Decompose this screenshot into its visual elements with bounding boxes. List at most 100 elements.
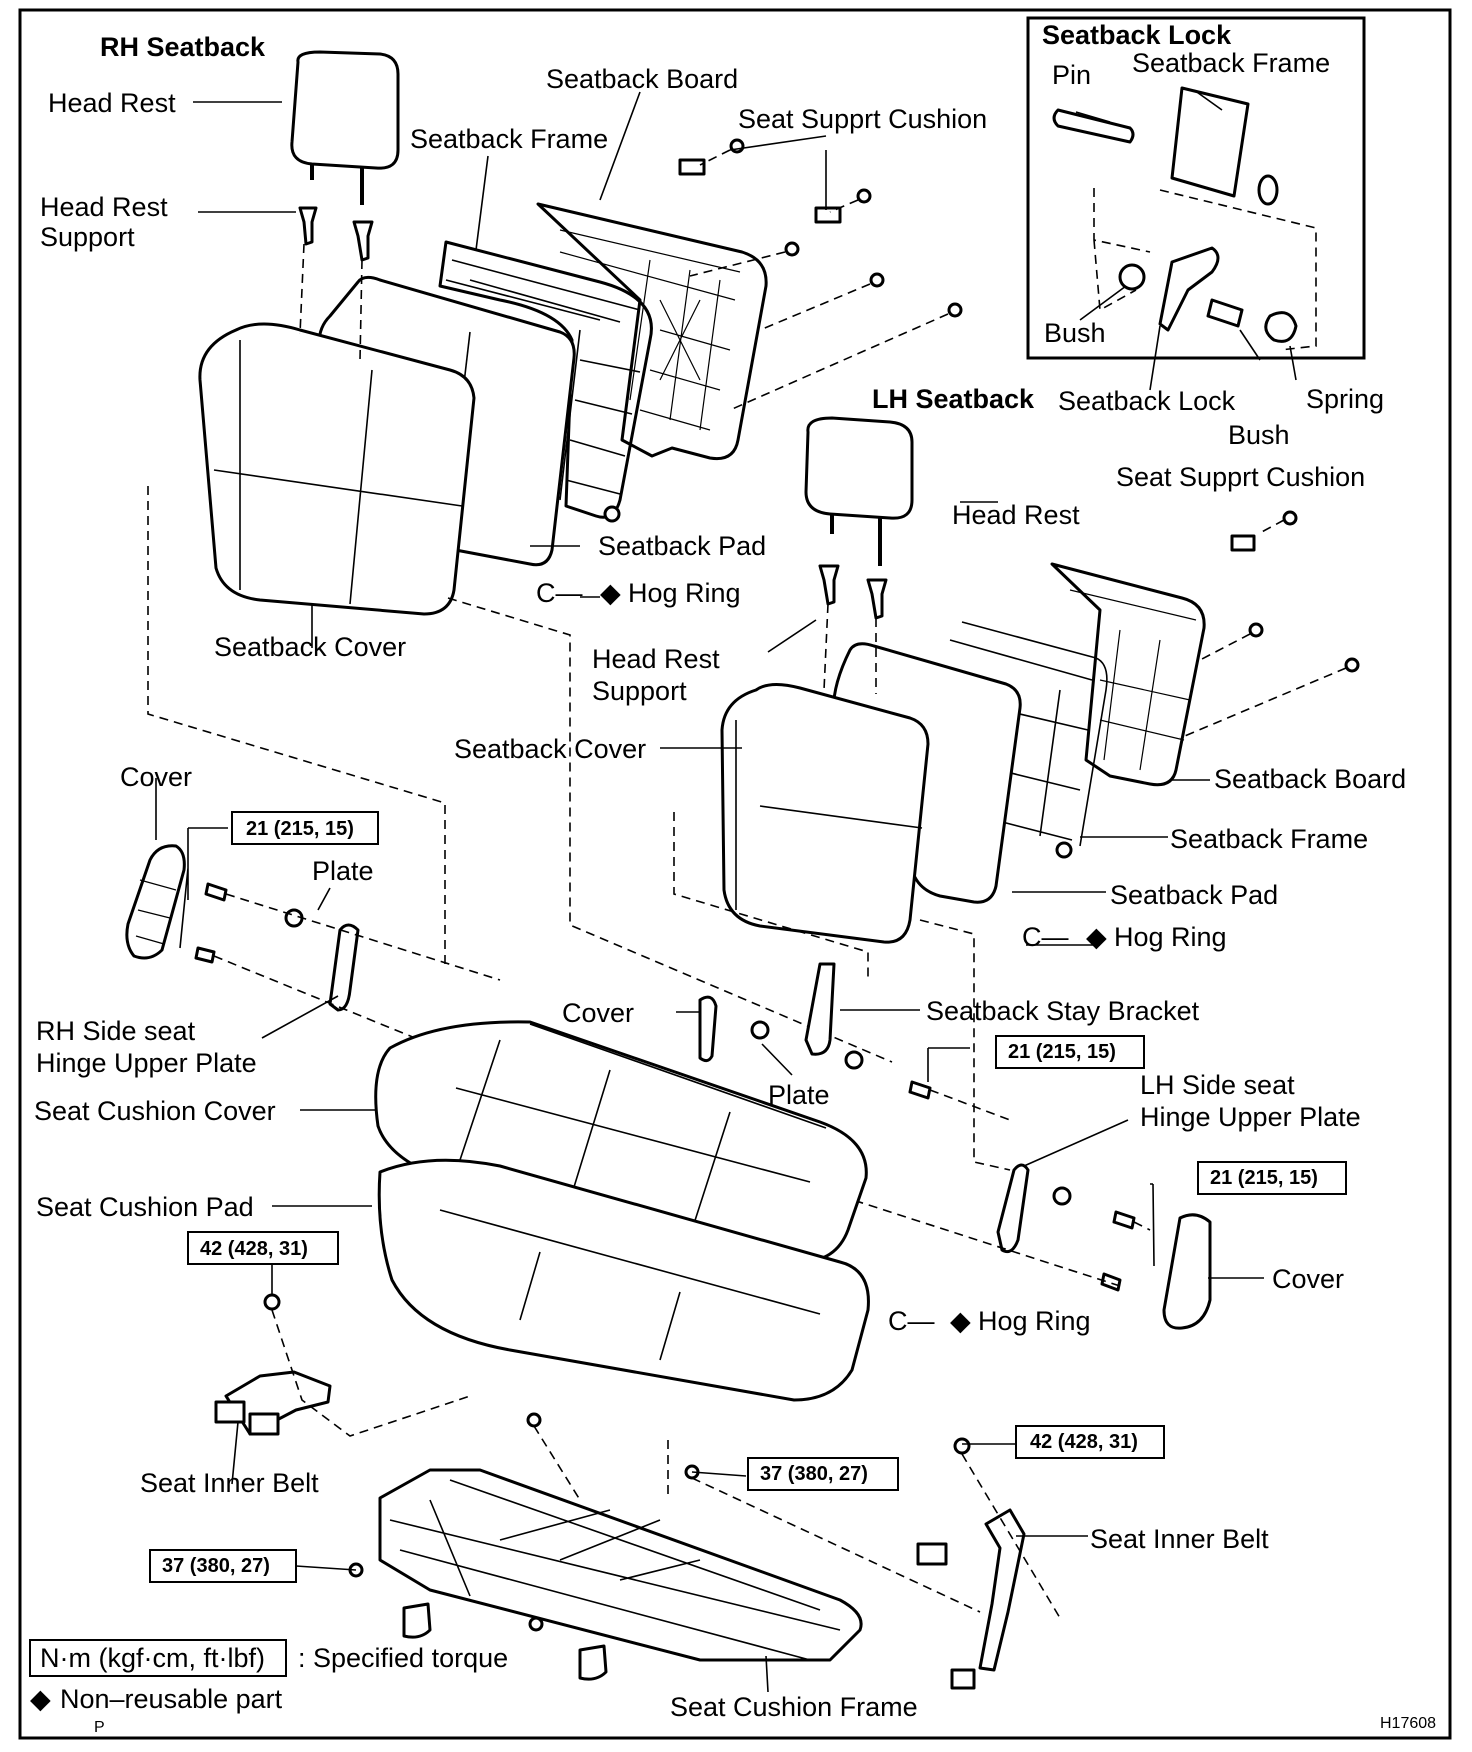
legend: N·m (kgf·cm, ft·lbf) : Specified torque … — [29, 1639, 508, 1736]
rh-seatback-frame-label: Seatback Frame — [410, 124, 608, 154]
diamond-icon: ◆ — [1086, 922, 1107, 952]
seatback-lock-part — [1158, 246, 1220, 332]
bolt-icon — [1344, 657, 1360, 673]
center-cover-label: Cover — [562, 998, 634, 1028]
bolt-icon — [1248, 622, 1264, 638]
lh-seatback-frame-part — [949, 621, 1108, 859]
lh-head-rest-part — [804, 416, 914, 520]
torque-box — [995, 1035, 1145, 1069]
washer-icon — [1257, 174, 1279, 206]
lh-head-rest-support-label-2: Support — [592, 676, 687, 706]
buckle-icon — [916, 1542, 948, 1566]
legend-torque-desc: : Specified torque — [298, 1643, 508, 1673]
lock-pin-part — [1052, 108, 1135, 144]
nut-icon — [953, 1437, 971, 1455]
bolt-icon — [528, 1616, 544, 1632]
seatback-lock-label: Seatback Lock — [1058, 386, 1236, 416]
lh-seat-inner-belt-label: Seat Inner Belt — [140, 1468, 319, 1498]
hog-ring-symbol: C— — [888, 1306, 935, 1336]
figure-id: H17608 — [1380, 1715, 1436, 1732]
right-cover-label: Cover — [1272, 1264, 1344, 1294]
rh-seatback-board-label: Seatback Board — [546, 64, 738, 94]
rh-seatback-pad-label: Seatback Pad — [598, 531, 766, 561]
lh-seat-support-cushion-label: Seat Supprt Cushion — [1116, 462, 1365, 492]
lh-hog-ring-label: C— ◆ Hog Ring — [1022, 922, 1227, 952]
buckle-icon — [214, 1400, 246, 1424]
rh-hinge-label-2: Hinge Upper Plate — [36, 1048, 257, 1078]
bolt-icon — [908, 1080, 932, 1100]
nut-icon — [263, 1293, 281, 1311]
bolt-icon — [526, 1412, 542, 1428]
rh-seat-support-cushion-label: Seat Supprt Cushion — [738, 104, 987, 134]
legend-torque-box — [29, 1639, 287, 1677]
lh-head-rest-support-part-2 — [866, 578, 888, 620]
diamond-icon: ◆ — [30, 1684, 51, 1714]
diagram-frame — [18, 8, 1452, 1740]
lh-seatback-title: LH Seatback — [872, 384, 1035, 414]
lock-seatback-frame-label: Seatback Frame — [1132, 48, 1330, 78]
seat-cushion-pad-label: Seat Cushion Pad — [36, 1192, 254, 1222]
rh-seatback-group — [147, 50, 963, 1063]
seatback-lock-inset — [1026, 16, 1366, 360]
lh-head-rest-label: Head Rest — [952, 500, 1080, 530]
torque-hinge-left: 21 (215, 15) — [246, 818, 354, 840]
seat-cushion-frame-label: Seat Cushion Frame — [670, 1692, 918, 1722]
frame-foot-part — [402, 1602, 432, 1639]
rh-hog-ring-text: Hog Ring — [628, 578, 741, 608]
center-plate-label: Plate — [768, 1080, 830, 1110]
rh-head-rest-support-part — [298, 206, 318, 246]
spring-icon — [1264, 311, 1298, 343]
nut-icon — [750, 1020, 770, 1040]
rh-head-rest-support-label-1: Head Rest — [40, 192, 168, 222]
lh-seatback-cover-part — [720, 683, 930, 944]
rh-head-rest-label: Head Rest — [48, 88, 176, 118]
lh-seatback-board-label: Seatback Board — [1214, 764, 1406, 794]
lh-seatback-board-part — [1050, 562, 1206, 787]
lh-seat-inner-belt-part — [916, 1437, 1061, 1690]
seat-cushion-cover-part — [374, 1020, 868, 1264]
legend-nonreusable: Non–reusable part — [60, 1684, 283, 1714]
rh-seatback-cover-label: Seatback Cover — [214, 632, 406, 662]
rh-seatback-cover-part — [198, 322, 476, 616]
nut-icon — [1052, 1186, 1072, 1206]
lh-hinge-upper-plate-part — [996, 1163, 1030, 1254]
seatback-lock-title: Seatback Lock — [1042, 20, 1232, 50]
diamond-icon: ◆ — [950, 1306, 971, 1336]
rh-hinge-label-1: RH Side seat — [36, 1016, 196, 1046]
torque-frame-left: 37 (380, 27) — [162, 1555, 270, 1577]
left-cover-label: Cover — [120, 762, 192, 792]
lh-hinge-label-1: LH Side seat — [1140, 1070, 1295, 1100]
torque-hinge-right: 21 (215, 15) — [1210, 1167, 1318, 1189]
seatback-stay-bracket-label: Seatback Stay Bracket — [926, 996, 1200, 1026]
center-cover-part — [698, 995, 718, 1063]
hog-ring-symbol: C— — [536, 578, 583, 608]
bolt-icon — [1100, 1272, 1122, 1292]
torque-frame-right: 37 (380, 27) — [760, 1463, 868, 1485]
lh-seatback-cover-label: Seatback Cover — [454, 734, 646, 764]
lock-frame-part — [1170, 86, 1250, 198]
frame-foot-part-2 — [578, 1644, 608, 1681]
torque-box — [1197, 1161, 1347, 1195]
lower-hog-ring-text: Hog Ring — [978, 1306, 1091, 1336]
bolt-icon — [1112, 1210, 1136, 1230]
lh-head-rest-support-label-1: Head Rest — [592, 644, 720, 674]
bolt-icon — [869, 272, 885, 288]
right-hinge-cover-part — [1162, 1213, 1212, 1330]
rh-seatback-title: RH Seatback — [100, 32, 266, 62]
torque-belt-left: 42 (428, 31) — [200, 1238, 308, 1260]
lh-hog-ring-text: Hog Ring — [1114, 922, 1227, 952]
lh-hinge-label-2: Hinge Upper Plate — [1140, 1102, 1361, 1132]
lock-pin-label: Pin — [1052, 60, 1091, 90]
nut-icon — [844, 1050, 864, 1070]
torque-box — [1015, 1425, 1165, 1459]
legend-torque-unit: N·m (kgf·cm, ft·lbf) — [40, 1643, 265, 1673]
buckle-icon — [248, 1412, 280, 1436]
bolt-icon — [784, 241, 800, 257]
rh-seat-support-cushion-part-2 — [814, 206, 842, 224]
torque-box — [747, 1457, 899, 1491]
lock-bush-label-2: Bush — [1228, 420, 1290, 450]
diamond-icon: ◆ — [600, 578, 621, 608]
rh-seat-inner-belt-label: Seat Inner Belt — [1090, 1524, 1269, 1554]
torque-hinge-center: 21 (215, 15) — [1008, 1041, 1116, 1063]
rh-seat-support-cushion-part — [678, 158, 706, 176]
